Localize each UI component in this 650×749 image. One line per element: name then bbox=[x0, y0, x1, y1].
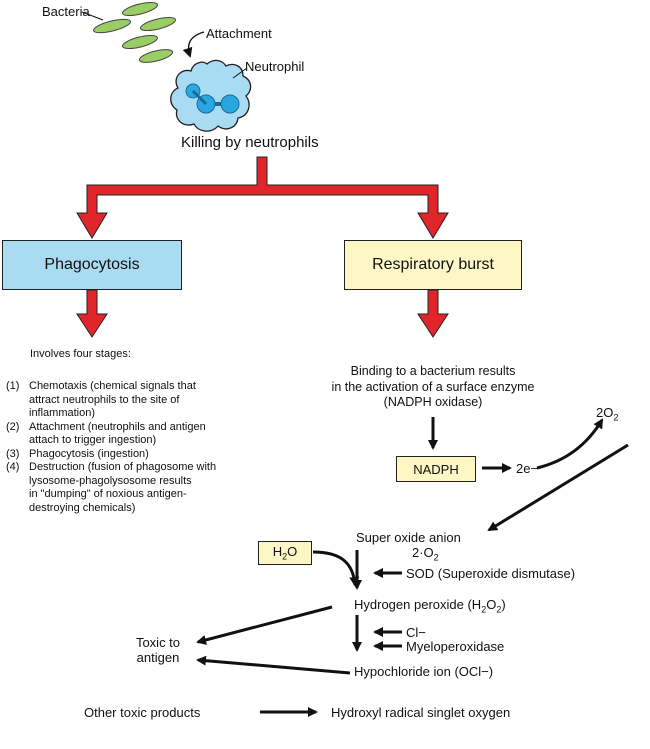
oxygen-text: 2O bbox=[596, 405, 614, 420]
superoxide-label: Super oxide anion bbox=[356, 530, 461, 545]
nucleus-lobe bbox=[220, 94, 240, 114]
superoxide-formula-text: 2·O bbox=[412, 545, 434, 560]
bacterium bbox=[138, 49, 174, 63]
attachment-arrow bbox=[182, 31, 205, 58]
peroxide-label: Hydrogen peroxide (H2O2) bbox=[354, 597, 506, 618]
water-text: H bbox=[272, 544, 283, 560]
peroxide-text: Hydrogen peroxide (H bbox=[354, 597, 482, 612]
hypochloride-to-toxic-arrow bbox=[196, 655, 351, 675]
phagocytosis-box: Phagocytosis bbox=[2, 240, 182, 290]
to-superoxide-arrow bbox=[487, 443, 629, 532]
bacteria-label-line bbox=[81, 11, 104, 21]
peroxide-text-end: ) bbox=[501, 597, 506, 612]
binding-line: in the activation of a surface enzyme bbox=[331, 379, 535, 394]
oxygen-subscript: 2 bbox=[613, 412, 619, 423]
stage-number: (1) bbox=[6, 380, 20, 392]
oxygen-label: 2O2 bbox=[596, 405, 618, 426]
superoxide-formula: 2·O2 bbox=[412, 545, 439, 566]
bacterium bbox=[93, 18, 131, 34]
neutrophil-label-line bbox=[232, 67, 248, 79]
electrons-to-oxygen-arrow bbox=[536, 418, 604, 470]
stage-line: attach to trigger ingestion) bbox=[29, 434, 157, 446]
water-text-end: O bbox=[287, 544, 298, 560]
binding-line: (NADPH oxidase) bbox=[383, 395, 483, 409]
phagocytosis-label: Phagocytosis bbox=[44, 256, 140, 273]
burst-down-arrow bbox=[417, 289, 449, 338]
bacteria-group bbox=[93, 1, 177, 63]
bacterium bbox=[121, 34, 159, 50]
binding-line: Binding to a bacterium results bbox=[350, 364, 516, 378]
stage-line: in "dumping" of noxious antigen- bbox=[29, 488, 187, 500]
stage-item: (3) Phagocytosis (ingestion) bbox=[6, 448, 269, 462]
nadph-box: NADPH bbox=[396, 456, 476, 482]
peroxide-subscript: 2 bbox=[481, 604, 487, 615]
water-subscript: 2 bbox=[282, 551, 288, 562]
stages-list: (1) Chemotaxis (chemical signals that at… bbox=[6, 380, 269, 515]
respiratory-burst-box: Respiratory burst bbox=[344, 240, 522, 290]
nadph-label: NADPH bbox=[413, 461, 459, 477]
attachment-label: Attachment bbox=[206, 26, 272, 41]
water-label: H2O bbox=[273, 544, 298, 562]
electrons-label: 2e− bbox=[516, 461, 539, 476]
other-toxic-label: Other toxic products bbox=[84, 705, 201, 720]
peroxide-text-mid: O bbox=[486, 597, 497, 612]
bacteria-label: Bacteria bbox=[42, 4, 90, 19]
water-box: H2O bbox=[258, 541, 312, 565]
stage-line: Destruction (fusion of phagosome with bbox=[29, 461, 217, 473]
stage-line: Phagocytosis (ingestion) bbox=[29, 447, 149, 460]
bacterium bbox=[139, 16, 177, 32]
stage-line: Attachment (neutrophils and antigen bbox=[29, 420, 206, 433]
stage-line: lysosome-phagolysosome results bbox=[29, 474, 192, 487]
myeloperoxidase-label: Myeloperoxidase bbox=[406, 639, 505, 654]
phagocytosis-down-arrow bbox=[76, 289, 108, 338]
stage-line: attract neutrophils to the site of bbox=[29, 393, 180, 406]
stage-line: destroying chemicals) bbox=[29, 501, 136, 514]
stage-item: (2) Attachment (neutrophils and antigen … bbox=[6, 421, 269, 448]
killing-label: Killing by neutrophils bbox=[181, 134, 319, 151]
superoxide-subscript: 2 bbox=[433, 552, 439, 563]
water-to-peroxide-arrow bbox=[312, 550, 360, 587]
respiratory-burst-label: Respiratory burst bbox=[372, 256, 494, 273]
hydroxyl-label: Hydroxyl radical singlet oxygen bbox=[331, 705, 511, 720]
stages-intro: Involves four stages: bbox=[30, 348, 131, 360]
stage-number: (3) bbox=[6, 447, 20, 460]
sod-label: SOD (Superoxide dismutase) bbox=[406, 566, 576, 581]
chloride-label: Cl− bbox=[406, 625, 426, 640]
stage-number: (2) bbox=[6, 420, 20, 433]
branch-arrow bbox=[76, 156, 449, 239]
stage-item: (1) Chemotaxis (chemical signals that at… bbox=[6, 380, 269, 421]
binding-text: Binding to a bacterium results in the ac… bbox=[313, 364, 553, 411]
toxic-line: antigen bbox=[136, 650, 180, 665]
bacterium bbox=[121, 1, 159, 17]
stage-item: (4) Destruction (fusion of phagosome wit… bbox=[6, 461, 269, 515]
peroxide-to-toxic-arrow bbox=[196, 605, 333, 645]
toxic-line: Toxic to bbox=[135, 635, 181, 650]
stage-line: inflammation) bbox=[29, 407, 96, 419]
toxic-label: Toxic to antigen bbox=[128, 635, 188, 665]
neutrophil-cell bbox=[170, 59, 252, 132]
neutrophil-label: Neutrophil bbox=[245, 59, 305, 74]
peroxide-subscript-2: 2 bbox=[496, 604, 502, 615]
stage-line: Chemotaxis (chemical signals that bbox=[29, 380, 196, 392]
hypochloride-label: Hypochloride ion (OCl−) bbox=[354, 664, 494, 679]
stage-number: (4) bbox=[6, 461, 20, 473]
